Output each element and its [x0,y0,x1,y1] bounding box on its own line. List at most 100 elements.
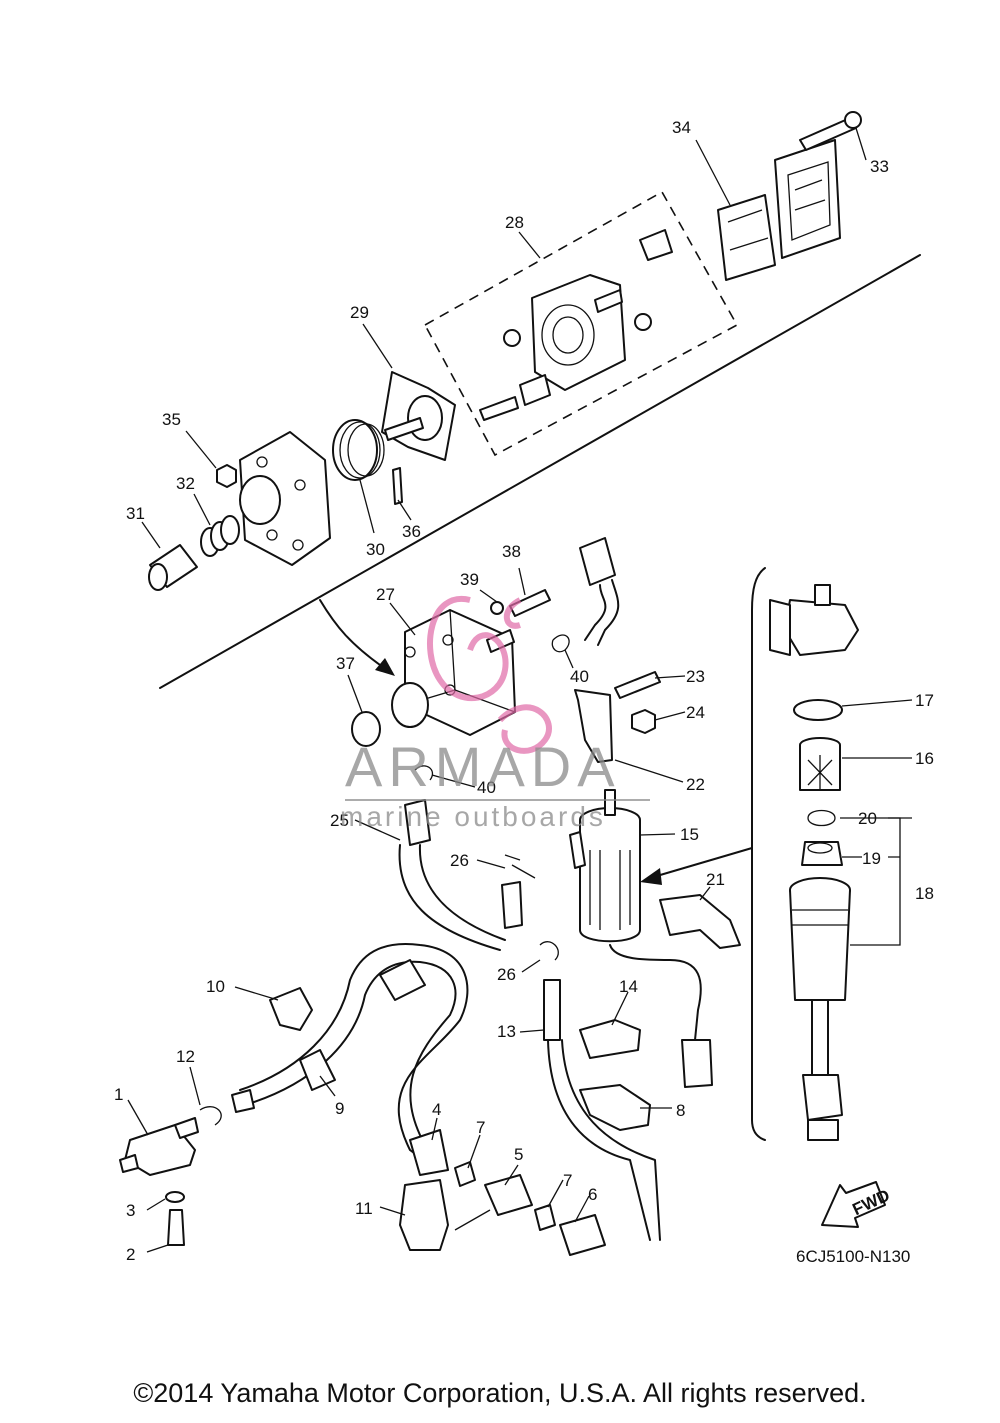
clip-40 [551,634,570,653]
callout-37: 37 [336,654,355,673]
callout-14: 14 [619,977,638,996]
pump-cover [774,139,841,259]
callout-36: 36 [402,522,421,541]
callout-1: 1 [114,1085,123,1104]
divider-line [159,254,921,689]
diaphragm-gasket [717,194,776,281]
callout-2: 2 [126,1245,135,1264]
fwd-arrow: FWD [821,1181,893,1228]
joint-26-upper-clip [504,854,536,879]
callout-labels: 1 2 3 4 5 6 7 7 8 9 10 11 12 13 14 15 16… [114,118,934,1264]
callout-32: 32 [176,474,195,493]
screw-33-head [844,111,862,129]
callout-26a: 26 [450,851,469,870]
callout-15: 15 [680,825,699,844]
callout-23: 23 [686,667,705,686]
callout-22: 22 [686,775,705,794]
filter-parts-bracket [751,567,766,1141]
fuel-filter-15 [569,789,641,943]
callout-16: 16 [915,749,934,768]
clamp-7-left [454,1161,476,1187]
watermark-tagline: marine outboards [340,801,606,832]
callout-10: 10 [206,977,225,996]
mount-arrow-head [375,658,395,676]
callout-13: 13 [497,1022,516,1041]
joint-5 [484,1174,533,1216]
clip-12 [199,1106,222,1126]
nut-35 [216,464,237,488]
hose-6 [559,1214,606,1256]
callout-40b: 40 [477,778,496,797]
float-19 [801,841,843,866]
watermark-brand: ARMADA [345,735,621,798]
nipple-9 [231,1089,255,1113]
callout-40a: 40 [570,667,589,686]
diagram-code: 6CJ5100-N130 [796,1247,910,1266]
callout-38: 38 [502,542,521,561]
plunger-31 [148,544,198,591]
clamp-10 [269,987,313,1031]
watermark-logo [427,595,552,754]
washer-3 [165,1191,185,1203]
callout-19: 19 [862,849,881,868]
circlip-20 [807,809,836,827]
bolt-38 [509,589,551,617]
callout-4: 4 [432,1100,441,1119]
assembly-dashed-box [423,190,739,457]
callout-5: 5 [514,1145,523,1164]
pump-plate [381,371,456,505]
callout-21: 21 [706,870,725,889]
bolt-23 [614,671,661,699]
primer-1 [119,1117,199,1176]
callout-27: 27 [376,585,395,604]
callout-7a: 7 [476,1118,485,1137]
callout-9: 9 [335,1099,344,1118]
clip-14 [579,1019,641,1059]
hose-25 [398,799,506,951]
callout-24: 24 [686,703,705,722]
filter-wire [609,944,702,1041]
filter-connector [681,1039,713,1088]
callout-26b: 26 [497,965,516,984]
o-ring-17 [793,699,843,721]
callout-33: 33 [870,157,889,176]
hose-9 [239,943,469,1166]
filter-element-16 [799,737,841,791]
bolt-2 [167,1209,185,1246]
clamp-7-right [534,1204,556,1231]
clip-40-lower [414,765,434,781]
clip-11 [399,1179,449,1251]
filter-head [769,584,859,656]
callout-20: 20 [858,809,877,828]
washer-39 [490,601,504,615]
callout-30: 30 [366,540,385,559]
joint-26-upper [501,881,523,929]
o-ring-37 [351,711,381,747]
callout-12: 12 [176,1047,195,1066]
pump-housing [239,431,331,566]
callout-3: 3 [126,1201,135,1220]
nut-24 [631,709,656,734]
filter-cup-18 [789,877,851,1141]
leader-lines [127,127,913,1253]
spring-32 [200,515,240,557]
clip-8 [579,1084,651,1131]
spring-30 [332,419,385,481]
callout-34: 34 [672,118,691,137]
bracket-22 [574,689,613,763]
hose-4 [409,1129,449,1176]
kit-18-bracket [850,817,901,946]
callout-17: 17 [915,691,934,710]
callout-39: 39 [460,570,479,589]
clip-21 [659,894,741,949]
callout-8: 8 [676,1101,685,1120]
hose-13 [543,979,661,1241]
callout-29: 29 [350,303,369,322]
copyright-notice: ©2014 Yamaha Motor Corporation, U.S.A. A… [133,1378,867,1408]
callout-18: 18 [915,884,934,903]
link-11-6 [454,1209,491,1231]
vent-hose [579,537,620,646]
callout-28: 28 [505,213,524,232]
pump-body [479,229,673,421]
